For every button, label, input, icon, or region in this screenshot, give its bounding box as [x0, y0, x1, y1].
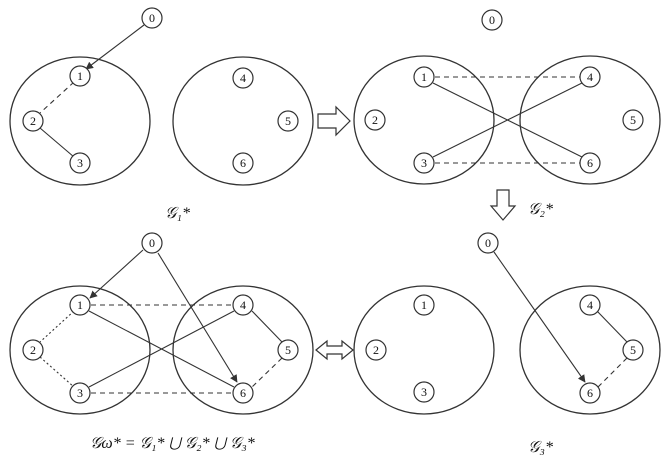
panel-gw: 0 1 2 3 4 5 6 𝒢ω* = 𝒢₁* ⋃ 𝒢₂* ⋃ 𝒢₃*: [9, 232, 314, 452]
svg-text:3: 3: [421, 385, 427, 399]
node-5: 5: [277, 339, 299, 361]
edge-4-5: [251, 310, 283, 343]
svg-text:0: 0: [489, 13, 495, 27]
node-4: 4: [232, 294, 254, 316]
node-3: 3: [69, 152, 91, 174]
region-left: [353, 55, 495, 185]
svg-text:3: 3: [77, 156, 83, 170]
caption-gw: 𝒢ω* = 𝒢₁* ⋃ 𝒢₂* ⋃ 𝒢₃*: [90, 435, 255, 452]
caption-g2: 𝒢₂*: [528, 201, 553, 218]
node-1: 1: [69, 294, 91, 316]
svg-text:6: 6: [587, 386, 593, 400]
node-3: 3: [413, 381, 435, 403]
svg-text:3: 3: [77, 386, 83, 400]
node-3: 3: [69, 382, 91, 404]
svg-text:5: 5: [630, 113, 636, 127]
double-arrow-icon: [315, 339, 354, 361]
svg-text:6: 6: [587, 156, 593, 170]
edge-1-2: [39, 81, 75, 114]
svg-text:0: 0: [485, 236, 491, 250]
region-middle: [353, 285, 495, 415]
node-6: 6: [232, 152, 254, 174]
arrow-0-to-6: [157, 252, 238, 383]
svg-text:1: 1: [421, 298, 427, 312]
edge-2-3: [39, 127, 75, 158]
svg-text:4: 4: [240, 298, 246, 312]
node-0: 0: [141, 7, 163, 29]
svg-text:4: 4: [587, 70, 593, 84]
node-0: 0: [481, 9, 503, 31]
svg-text:5: 5: [285, 343, 291, 357]
node-4: 4: [232, 67, 254, 89]
svg-text:4: 4: [587, 298, 593, 312]
node-0: 0: [477, 232, 499, 254]
panel-g2: 0 1 2 3 4 5 6 𝒢₂*: [353, 9, 661, 218]
edge-4-5: [596, 310, 628, 343]
svg-text:3: 3: [421, 156, 427, 170]
arrow-0-to-1: [89, 249, 144, 299]
svg-text:5: 5: [630, 343, 636, 357]
region-right: [172, 285, 314, 415]
node-3: 3: [413, 152, 435, 174]
svg-text:0: 0: [149, 11, 155, 25]
node-2: 2: [364, 109, 386, 131]
svg-text:4: 4: [240, 71, 246, 85]
arrow-0-to-6: [493, 251, 586, 383]
edge-3-4: [88, 310, 235, 388]
node-1: 1: [413, 66, 435, 88]
node-6: 6: [232, 382, 254, 404]
node-5: 5: [622, 339, 644, 361]
node-4: 4: [579, 66, 601, 88]
node-5: 5: [622, 109, 644, 131]
node-4: 4: [579, 294, 601, 316]
svg-text:5: 5: [285, 114, 291, 128]
caption-g3: 𝒢₃*: [528, 439, 553, 456]
node-2: 2: [365, 339, 387, 361]
svg-text:1: 1: [77, 69, 83, 83]
panel-g3: 0 4 5 6 𝒢₃*: [477, 232, 661, 456]
svg-text:2: 2: [30, 114, 36, 128]
node-6: 6: [579, 382, 601, 404]
region-right: [519, 285, 661, 415]
node-1: 1: [69, 65, 91, 87]
svg-text:2: 2: [30, 343, 36, 357]
node-2: 2: [22, 110, 44, 132]
right-arrow-icon: [317, 105, 351, 137]
svg-text:6: 6: [240, 386, 246, 400]
region-right: [172, 56, 314, 186]
region-right: [519, 55, 661, 185]
node-5: 5: [277, 110, 299, 132]
svg-text:2: 2: [372, 113, 378, 127]
node-6: 6: [579, 152, 601, 174]
node-0: 0: [141, 232, 163, 254]
svg-text:6: 6: [240, 156, 246, 170]
edge-5-6: [597, 357, 628, 388]
svg-text:1: 1: [421, 70, 427, 84]
node-2: 2: [22, 339, 44, 361]
region-left: [9, 56, 151, 186]
down-arrow-icon: [489, 189, 517, 221]
edge-3-4: [432, 82, 583, 158]
svg-text:2: 2: [373, 343, 379, 357]
node-1: 1: [413, 294, 435, 316]
caption-g1: 𝒢₁*: [165, 205, 190, 222]
panel-g1: 0 1 2 3 4 5 6 𝒢₁*: [9, 7, 314, 222]
region-left: [9, 285, 151, 415]
svg-text:0: 0: [149, 236, 155, 250]
edge-1-2: [39, 310, 75, 343]
panel-middle: 1 2 3: [353, 285, 495, 415]
edge-5-6: [251, 357, 283, 388]
svg-text:1: 1: [77, 298, 83, 312]
edge-2-3: [39, 356, 75, 388]
arrow-0-to-1: [85, 24, 145, 70]
